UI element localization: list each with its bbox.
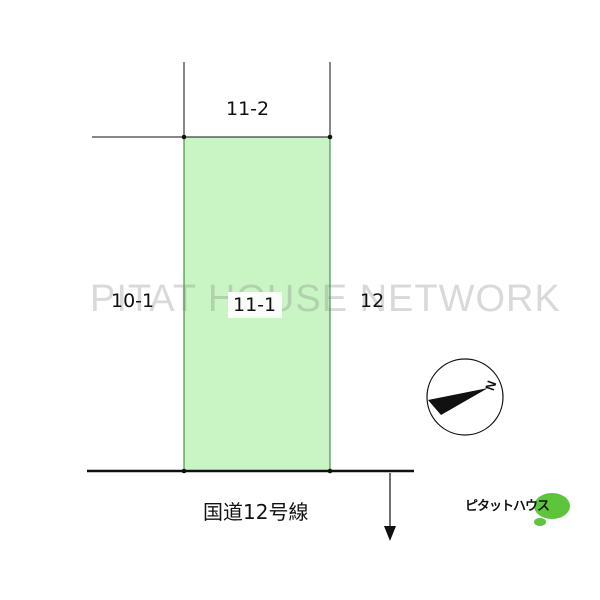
- lot-label-west: 10-1: [111, 290, 155, 312]
- lot-label-subject: 11-1: [233, 294, 277, 316]
- lot-label-north: 11-2: [226, 98, 270, 120]
- logo-text: ピタットハウス: [465, 499, 550, 514]
- corner-point: [327, 134, 333, 140]
- road-arrow-head: [384, 526, 396, 541]
- lot-label-east: 12: [360, 290, 385, 312]
- road-label: 国道12号線: [203, 500, 309, 524]
- subject-label-background: [228, 292, 282, 318]
- corner-point: [181, 134, 187, 140]
- compass-icon: [426, 358, 504, 436]
- logo-mark-icon: [534, 493, 570, 526]
- watermark: PITAT HOUSE NETWORK: [90, 278, 561, 320]
